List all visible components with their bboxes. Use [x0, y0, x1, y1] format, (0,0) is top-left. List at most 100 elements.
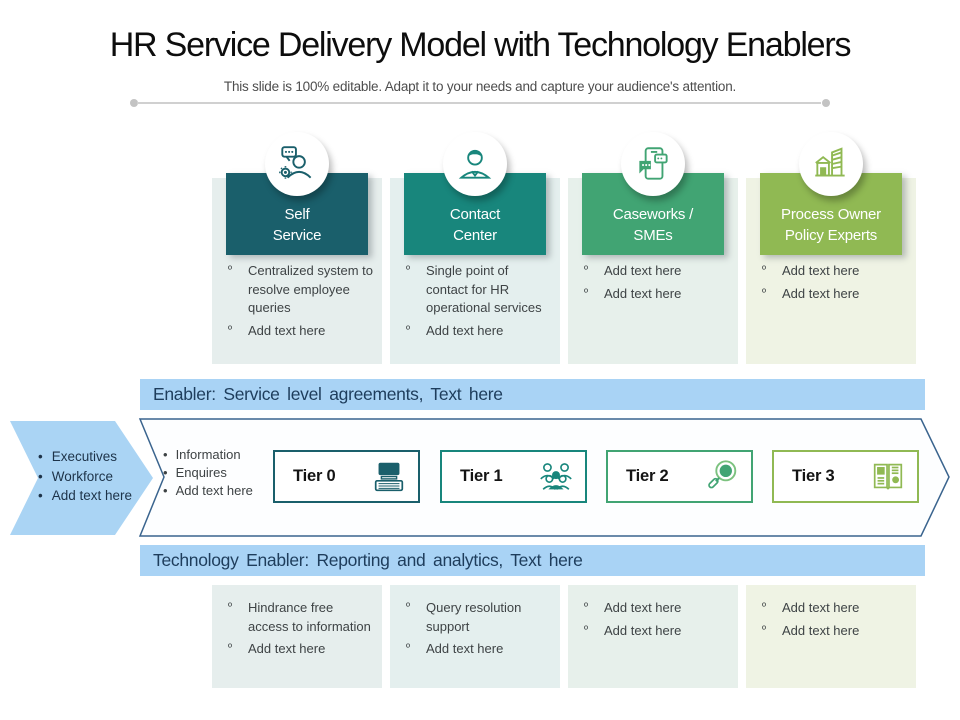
column-title-line2: Center — [453, 227, 497, 244]
technology-enabler-band: Technology Enabler: Reporting and analyt… — [140, 545, 925, 576]
tier-3-box: Tier 3 — [772, 450, 919, 503]
tier-label: Tier 0 — [293, 467, 336, 485]
tier-label: Tier 1 — [460, 467, 503, 485]
flow-text: Add text here — [175, 483, 253, 498]
column-title-line2: Policy Experts — [784, 227, 878, 244]
column-title-line1: Process Owner — [781, 206, 881, 223]
bullet-text: Add text here — [782, 622, 860, 638]
bullet-marker: º — [228, 642, 233, 654]
header-box-self-service: Self Service — [226, 173, 368, 255]
column-title: Contact Center — [404, 204, 546, 255]
audience-text: Add text here — [51, 488, 133, 503]
bullet-marker: º — [584, 264, 589, 276]
bullet-item: º Add text here — [762, 622, 908, 641]
bullet-item: º Add text here — [228, 322, 374, 341]
bullet-text: Add text here — [248, 322, 326, 338]
bullet-dot: • — [163, 465, 168, 480]
bullet-dot: • — [163, 483, 168, 498]
bullet-text: Add text here — [782, 263, 860, 278]
top-bullet-list: º Centralized system to resolve employee … — [212, 262, 382, 340]
bullet-marker: º — [762, 264, 767, 276]
bullet-text: Single point of contact for HR operation… — [426, 263, 542, 315]
bullet-item: º Centralized system to resolve employee … — [228, 262, 374, 318]
bullet-item: º Add text here — [584, 285, 730, 304]
divider-dot-left — [130, 99, 138, 107]
bullet-marker: º — [584, 601, 589, 613]
tier-label: Tier 3 — [792, 467, 835, 485]
column-title-line1: Contact — [449, 206, 501, 223]
bullet-text: Add text here — [248, 641, 326, 656]
bullet-item: º Single point of contact for HR operatio… — [406, 262, 552, 318]
audience-arrow-shape — [10, 421, 153, 535]
icon-badge — [443, 132, 507, 196]
column-title-line1: Self — [284, 206, 310, 223]
column-title: Process Owner Policy Experts — [760, 204, 902, 255]
flow-text: Enquires — [175, 465, 227, 480]
bullet-text: Add text here — [604, 600, 682, 615]
laptop-icon — [374, 462, 404, 491]
bullet-marker: º — [228, 601, 233, 613]
column-title: Caseworks / SMEs — [582, 204, 724, 255]
bullet-marker: º — [406, 323, 411, 336]
audience-text: Workforce — [51, 468, 113, 484]
flow-item: •Information — [163, 446, 253, 464]
column-title-line2: Service — [272, 227, 322, 244]
bullet-text: Hindrance free access to information — [248, 600, 371, 634]
flow-item: • Add text here — [163, 482, 253, 500]
tier-1-box: Tier 1 — [440, 450, 587, 503]
tier-0-box: Tier 0 — [273, 450, 420, 503]
audience-text: Executives — [51, 449, 118, 464]
bullet-text: Add text here — [604, 285, 682, 301]
magnifier-icon — [708, 459, 737, 488]
bullet-item: º Hindrance free access to information — [228, 599, 374, 636]
bullet-item: º Add text here — [406, 640, 552, 659]
tier-label: Tier 2 — [626, 467, 669, 485]
bullet-item: º Add text here — [584, 599, 730, 618]
bullet-marker: º — [762, 623, 767, 636]
bullet-marker: º — [228, 264, 233, 276]
icon-badge — [799, 132, 863, 196]
bullet-marker: º — [228, 323, 233, 336]
audience-item: •Add text here — [38, 486, 132, 506]
bullet-item: º Add text here — [762, 262, 908, 281]
bullet-text: Centralized system to resolve employee q… — [248, 263, 373, 315]
bullet-marker: º — [406, 264, 411, 276]
bullet-text: Query resolution support — [426, 600, 522, 634]
bullet-marker: º — [584, 623, 589, 636]
column-title-line1: Caseworks / — [612, 206, 694, 223]
support-agent-icon — [458, 149, 492, 179]
bullet-marker: º — [406, 601, 411, 613]
bullet-dot: • — [163, 447, 168, 462]
bullet-marker: º — [406, 642, 411, 654]
column-contact-center: º Single point of contact for HR operatio… — [390, 0, 560, 720]
phone-chat-icon — [639, 147, 668, 180]
icon-badge — [265, 132, 329, 196]
column-title-line2: SMEs — [633, 227, 673, 244]
bullet-text: Add text here — [782, 285, 860, 301]
audience-list: •Executives •Workforce •Add text here — [38, 447, 132, 506]
flow-item: • Enquires — [163, 464, 253, 482]
bullet-text: Add text here — [426, 641, 504, 656]
column-title: Self Service — [226, 204, 368, 255]
buildings-icon — [815, 147, 845, 177]
person-chat-gear-icon — [279, 146, 312, 179]
open-book-icon — [873, 463, 903, 489]
divider-dot-right — [822, 99, 830, 107]
top-bullet-list: º Single point of contact for HR operatio… — [390, 262, 560, 340]
bullet-marker: º — [584, 286, 589, 299]
bullet-marker: º — [762, 601, 767, 613]
bullet-marker: º — [762, 286, 767, 299]
